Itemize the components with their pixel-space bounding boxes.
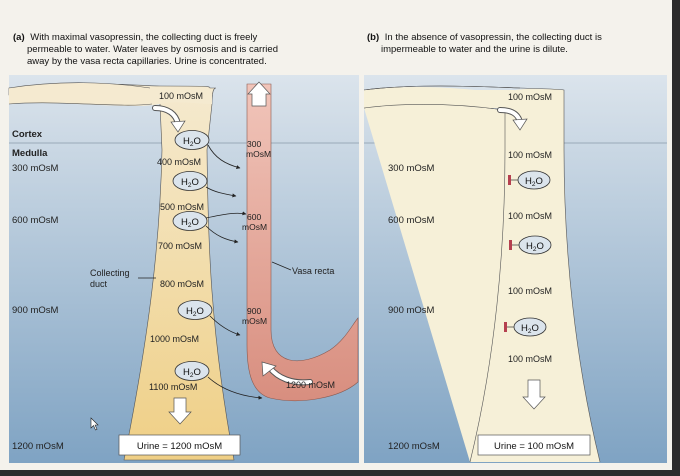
urine-box-a <box>118 434 241 456</box>
vasa-level-2: 600 <box>247 212 261 222</box>
vasa-level-1: 300 <box>247 139 261 149</box>
mouse-cursor-icon <box>90 417 99 431</box>
vasa-level-3-unit: mOsM <box>242 316 267 326</box>
blocked-water-b-3: H2O <box>504 317 547 337</box>
caption-a-line-1: With maximal vasopressin, the collecting… <box>30 32 257 43</box>
duct-b-level-4: 100 mOsM <box>508 286 552 296</box>
interstitial-b-600: 600 mOsM <box>388 215 435 226</box>
panel-b: 100 mOsM 100 mOsM 100 mOsM 100 mOsM 100 … <box>363 75 667 463</box>
svg-text:H2O: H2O <box>181 177 199 189</box>
blocked-water-b-2: H2O <box>509 235 552 255</box>
duct-a-level-5: 800 mOsM <box>160 279 204 289</box>
interstitial-a-900: 900 mOsM <box>12 305 59 316</box>
vasa-recta-leader <box>271 261 292 271</box>
caption-b-label: (b) <box>367 32 379 43</box>
vasa-up-arrow <box>247 81 271 107</box>
interstitial-a-1200: 1200 mOsM <box>12 441 64 452</box>
water-oval-a-1: H2O <box>174 130 210 150</box>
duct-b-level-2: 100 mOsM <box>508 150 552 160</box>
caption-a-line-2: permeable to water. Water leaves by osmo… <box>27 44 278 55</box>
svg-text:H2O: H2O <box>521 323 539 335</box>
collecting-duct-label-1: Collecting <box>90 268 130 278</box>
duct-a-level-2: 400 mOsM <box>157 157 201 167</box>
water-oval-a-4: H2O <box>177 300 213 320</box>
interstitial-a-300: 300 mOsM <box>12 163 59 174</box>
vasa-recta-label: Vasa recta <box>292 266 334 276</box>
duct-down-arrow-a <box>168 397 192 425</box>
water-oval-a-5: H2O <box>174 361 210 381</box>
svg-text:H2O: H2O <box>183 136 201 148</box>
medulla-label: Medulla <box>12 148 48 159</box>
vasa-level-3: 900 <box>247 306 261 316</box>
caption-a: (a) With maximal vasopressin, the collec… <box>13 32 278 67</box>
interstitial-b-900: 900 mOsM <box>388 305 435 316</box>
caption-b: (b) In the absence of vasopressin, the c… <box>367 32 602 55</box>
tubule-a <box>9 82 212 106</box>
urine-a-label: Urine = 1200 mOsM <box>137 441 222 452</box>
svg-text:H2O: H2O <box>183 367 201 379</box>
svg-text:(a) With maximal vasopre: (a) With maximal vasopressin, the collec… <box>13 32 258 43</box>
interstitial-b-1200: 1200 mOsM <box>388 441 440 452</box>
duct-a-level-4: 700 mOsM <box>158 241 202 251</box>
duct-down-arrow-b <box>522 379 546 410</box>
duct-b-level-3: 100 mOsM <box>508 211 552 221</box>
svg-text:H2O: H2O <box>525 176 543 188</box>
vasa-recta <box>246 83 359 401</box>
vasa-level-2-unit: mOsM <box>242 222 267 232</box>
interstitial-a-600: 600 mOsM <box>12 215 59 226</box>
duct-a-level-6: 1000 mOsM <box>150 334 199 344</box>
water-arrows-a <box>205 144 263 400</box>
panel-a: Cortex Medulla 100 mOsM 400 mOsM 500 mOs… <box>8 75 359 463</box>
collecting-duct-label-2: duct <box>90 279 108 289</box>
water-oval-a-2: H2O <box>172 171 208 191</box>
svg-text:H2O: H2O <box>181 217 199 229</box>
duct-a-level-1: 100 mOsM <box>159 91 203 101</box>
water-oval-a-3: H2O <box>172 211 208 231</box>
duct-b-level-5: 100 mOsM <box>508 354 552 364</box>
caption-b-line-2: impermeable to water and the urine is di… <box>381 44 568 55</box>
svg-text:H2O: H2O <box>186 306 204 318</box>
cortex-label: Cortex <box>12 129 43 140</box>
blocked-water-b-1: H2O <box>508 170 551 190</box>
vasa-bottom-level: 1200 mOsM <box>286 380 335 390</box>
caption-b-line-1: In the absence of vasopressin, the colle… <box>385 32 602 43</box>
caption-a-label: (a) <box>13 32 25 43</box>
svg-text:H2O: H2O <box>526 241 544 253</box>
interstitial-b-300: 300 mOsM <box>388 163 435 174</box>
caption-a-line-3: away by the vasa recta capillaries. Urin… <box>27 56 267 67</box>
duct-a-level-7: 1100 mOsM <box>149 382 197 392</box>
svg-text:(b) In the absence of va: (b) In the absence of vasopressin, the c… <box>367 32 602 43</box>
vasa-level-1-unit: mOsM <box>246 149 271 159</box>
duct-a-level-3: 500 mOsM <box>160 202 204 212</box>
urine-box-b <box>477 434 591 456</box>
duct-b-level-1: 100 mOsM <box>508 92 552 102</box>
urine-b-label: Urine = 100 mOsM <box>494 441 574 452</box>
